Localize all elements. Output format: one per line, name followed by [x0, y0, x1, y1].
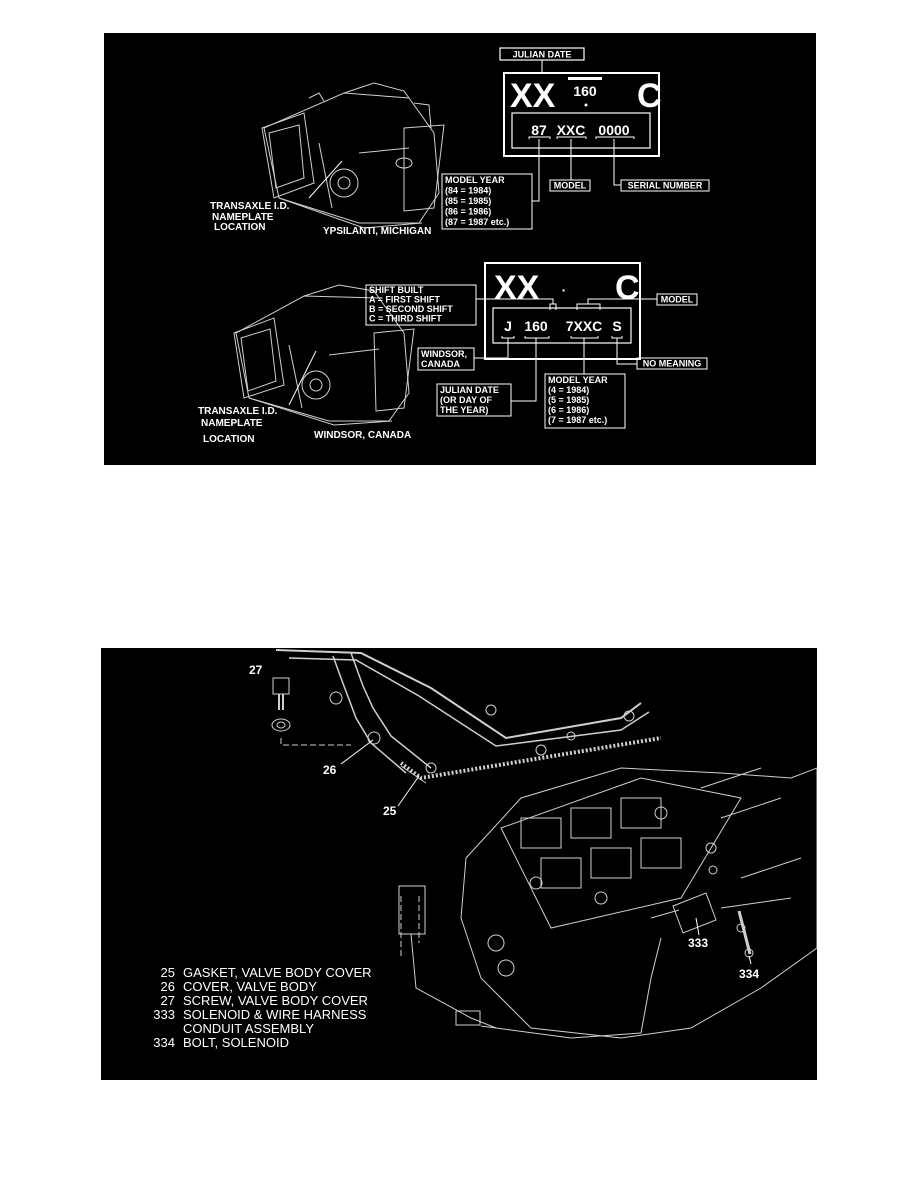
legend-text-1: COVER, VALVE BODY: [183, 979, 317, 994]
callout-26: 26: [323, 763, 337, 777]
upper-trans-id-2: LOCATION: [214, 222, 265, 233]
upper-location: YPSILANTI, MICHIGAN: [323, 226, 431, 237]
nameplate-windsor: XX · C J 160 7XXC S SHIFT BUILT A = FIRS…: [365, 262, 708, 429]
plate1-c: C: [637, 77, 662, 115]
windsor-0: WINDSOR,: [421, 349, 467, 359]
plate2-model-year-2: (5 = 1985): [548, 395, 589, 405]
plate2-model-year-0: MODEL YEAR: [548, 375, 608, 385]
lower-trans-id-0: TRANSAXLE I.D.: [198, 406, 278, 417]
lower-id-leader: [288, 350, 317, 406]
solenoid-wire-harness: [398, 885, 754, 1039]
shift-built-3: C = THIRD SHIFT: [369, 314, 442, 324]
plate2-xx: XX: [494, 269, 540, 307]
legend-num-0: 25: [161, 965, 175, 980]
legend-text-0: GASKET, VALVE BODY COVER: [183, 965, 372, 980]
plate2-day: 160: [524, 318, 548, 334]
plate1-serial-label: SERIAL NUMBER: [628, 181, 703, 191]
lower-trans-id-1: NAMEPLATE: [201, 418, 263, 429]
plate1-model-label: MODEL: [554, 181, 587, 191]
nameplate-ypsilanti: JULIAN DATE XX 160 C 87 XXC 0000 MODEL S…: [441, 47, 710, 230]
no-meaning-box: [636, 357, 708, 370]
legend-text-3: SOLENOID & WIRE HARNESS: [183, 1007, 367, 1022]
lower-location: WINDSOR, CANADA: [314, 430, 411, 441]
windsor-1: CANADA: [421, 359, 460, 369]
windsor-box: [417, 347, 475, 371]
valve-body-gasket: [399, 736, 662, 784]
plate2-model-label-box: [656, 293, 698, 306]
plate2-s: S: [612, 318, 621, 334]
plate1-model-year-2: (85 = 1985): [445, 196, 491, 206]
plate2-code-box: [492, 307, 632, 344]
callout-334: 334: [739, 967, 759, 981]
no-meaning-label: NO MEANING: [643, 359, 702, 369]
julian-date2-1: (OR DAY OF: [440, 395, 493, 405]
legend-text-2: SCREW, VALVE BODY COVER: [183, 993, 368, 1008]
julian-date2-box: [436, 383, 512, 417]
lower-trans-id-2: LOCATION: [203, 434, 254, 445]
transaxle-id-diagram: JULIAN DATE XX 160 C 87 XXC 0000 MODEL S…: [104, 33, 816, 465]
shift-built-1: A = FIRST SHIFT: [369, 295, 440, 305]
shift-built-2: B = SECOND SHIFT: [369, 304, 453, 314]
parts-legend: 25 GASKET, VALVE BODY COVER 26 COVER, VA…: [153, 965, 371, 1050]
legend-text-4: CONDUIT ASSEMBLY: [183, 1021, 314, 1036]
plate2-model-year-1: (4 = 1984): [548, 385, 589, 395]
plate1-model-year-3: (86 = 1986): [445, 207, 491, 217]
upper-trans-id-1: NAMEPLATE: [212, 212, 274, 223]
legend-num-1: 26: [161, 979, 175, 994]
shift-built-0: SHIFT BUILT: [369, 285, 424, 295]
callout-leaders: [340, 739, 752, 965]
plate1-serial-label-box: [620, 179, 710, 192]
plate2-dot: ·: [562, 282, 567, 298]
plate2-j: J: [504, 318, 512, 334]
transaxle-id-svg: JULIAN DATE XX 160 C 87 XXC 0000 MODEL S…: [198, 47, 710, 445]
plate2-model-year-3: (6 = 1986): [548, 405, 589, 415]
plate2-model: 7XXC: [566, 318, 603, 334]
plate1-model: XXC: [557, 122, 586, 138]
callout-333: 333: [688, 936, 708, 950]
plate1-day: 160: [573, 83, 597, 99]
valve-body-diagram: 27 26 25 333 334 25 GASKET, VALVE BODY C…: [101, 648, 817, 1080]
plate1-year: 87: [531, 122, 547, 138]
plate2-model-year-4: (7 = 1987 etc.): [548, 415, 607, 425]
plate2-model-label: MODEL: [661, 295, 694, 305]
plate1-outline: [503, 72, 660, 157]
valve-body-cover-screw: [271, 677, 351, 746]
plate2-model-year-box: [544, 373, 626, 429]
valve-body-svg: 27 26 25 333 334 25 GASKET, VALVE BODY C…: [153, 649, 817, 1050]
legend-num-3: 333: [153, 1007, 175, 1022]
legend-num-2: 27: [161, 993, 175, 1008]
legend-text-5: BOLT, SOLENOID: [183, 1035, 289, 1050]
plate1-model-year-0: MODEL YEAR: [445, 175, 505, 185]
legend-num-5: 334: [153, 1035, 175, 1050]
transaxle-illustration-upper: [261, 82, 445, 229]
julian-date-label: JULIAN DATE: [513, 50, 572, 60]
plate1-model-year-1: (84 = 1984): [445, 186, 491, 196]
callout-25: 25: [383, 804, 397, 818]
callout-27: 27: [249, 663, 263, 677]
transaxle-illustration-lower: [233, 284, 415, 426]
plate1-serial: 0000: [598, 122, 629, 138]
upper-trans-id-0: TRANSAXLE I.D.: [210, 201, 290, 212]
upper-id-leader: [308, 160, 343, 199]
plate1-model-year-4: (87 = 1987 etc.): [445, 217, 509, 227]
shift-built-box: [365, 284, 477, 326]
plate2-c: C: [615, 269, 640, 307]
plate1-model-year-box: [441, 173, 533, 230]
valve-body-assembly: [460, 767, 817, 1039]
julian-date2-2: THE YEAR): [440, 405, 488, 415]
julian-date2-0: JULIAN DATE: [440, 385, 499, 395]
valve-body-cover: [275, 649, 650, 774]
plate1-model-label-box: [549, 179, 591, 192]
plate1-code-box: [511, 112, 651, 149]
plate2-outline: [484, 262, 641, 360]
plate1-xx: XX: [510, 77, 556, 115]
